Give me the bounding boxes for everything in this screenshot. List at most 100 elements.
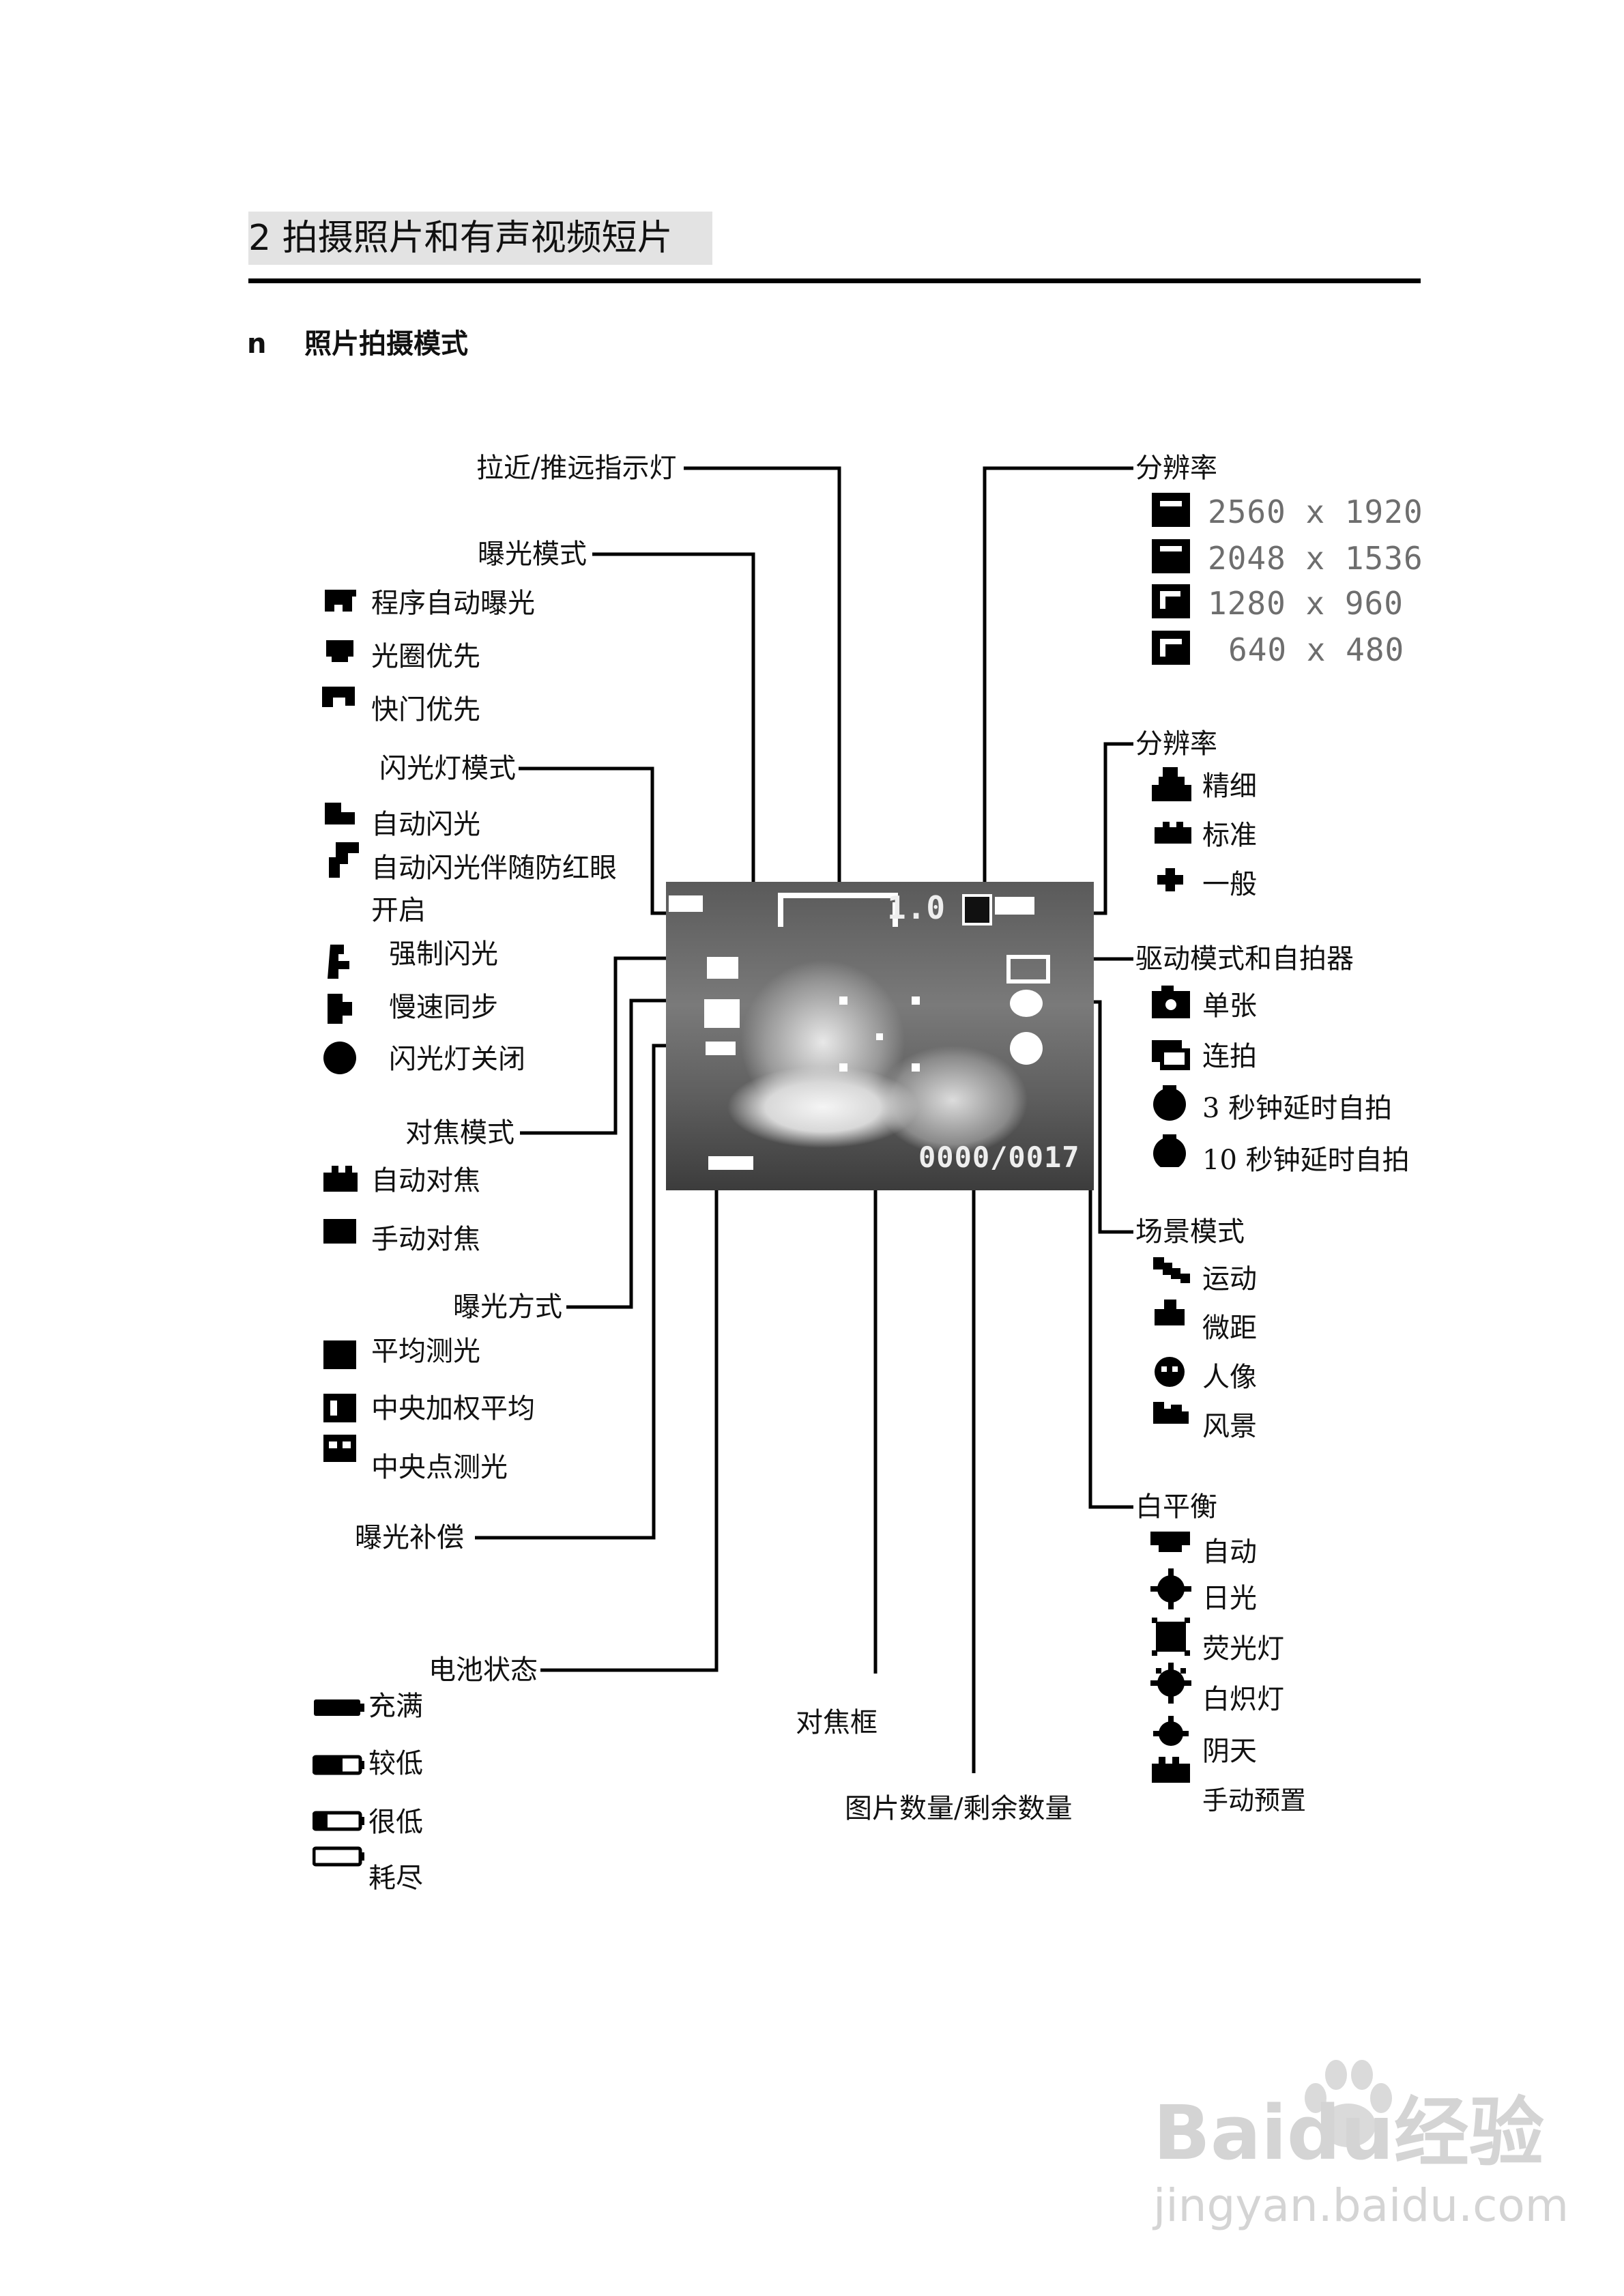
flash-redeye-icon	[329, 842, 359, 878]
callout-scene: 场景模式	[1135, 1216, 1245, 1248]
wb-auto-icon	[1150, 1532, 1190, 1552]
metering-mode-label: 中央点测光	[371, 1452, 508, 1483]
continuous-icon	[1152, 1040, 1190, 1070]
callout-quality: 分辨率	[1135, 728, 1217, 760]
quality-label: 标准	[1202, 820, 1257, 851]
scene-mode-label: 风景	[1202, 1411, 1257, 1442]
battery-icons	[313, 1699, 364, 1867]
drive-mode-label: 单张	[1202, 990, 1257, 1022]
wb-fluorescent-icon	[1152, 1618, 1190, 1656]
callout-flash-mode: 闪光灯模式	[379, 753, 516, 784]
callout-drive: 驱动模式和自拍器	[1135, 943, 1354, 975]
resolution-icons	[1152, 493, 1190, 665]
battery-state-label: 耗尽	[368, 1863, 423, 1894]
heading-rule	[248, 278, 1421, 283]
battery-state-label: 较低	[368, 1748, 423, 1779]
quality-icons	[1152, 767, 1191, 891]
line-metering	[566, 999, 678, 1309]
subheading-text: 照片拍摄模式	[304, 328, 468, 360]
callout-image-count: 图片数量/剩余数量	[845, 1793, 1073, 1824]
exposure-mode-label: 光圈优先	[371, 641, 480, 672]
drive-mode-label: 3 秒钟延时自拍	[1202, 1093, 1393, 1124]
subheading-bullet: n	[247, 328, 267, 360]
wb-label: 日光	[1202, 1583, 1257, 1614]
wb-label: 荧光灯	[1202, 1633, 1284, 1665]
program-ae-icon	[325, 590, 356, 612]
wb-label: 自动	[1202, 1536, 1257, 1568]
white-balance-icons	[1150, 1532, 1191, 1783]
scene-mode-label: 运动	[1202, 1263, 1257, 1295]
callout-focus-frame: 对焦框	[796, 1707, 878, 1738]
quality-label: 精细	[1202, 771, 1257, 802]
lcd-resolution-icon	[962, 894, 992, 925]
line-flash-mode	[519, 766, 684, 915]
callout-battery: 电池状态	[429, 1654, 538, 1686]
callout-exposure-comp: 曝光补偿	[355, 1522, 464, 1553]
resolution-value: 2048 x 1536	[1208, 540, 1423, 577]
exposure-mode-label: 程序自动曝光	[371, 588, 535, 619]
scene-mode-icons	[1153, 1257, 1190, 1424]
watermark-logo-text: Baidu经验	[1153, 2089, 1544, 2177]
lcd-wb-icon	[1010, 1032, 1043, 1065]
spot-metering-icon	[323, 1435, 356, 1462]
metering-mode-icons	[323, 1340, 356, 1462]
line-resolution	[983, 466, 1133, 894]
heading-highlight	[248, 212, 712, 265]
exposure-mode-icons	[322, 590, 356, 707]
line-battery	[540, 1174, 719, 1672]
wb-cloudy-icon	[1153, 1716, 1189, 1746]
lcd-exposure-icon	[669, 895, 703, 912]
flash-mode-label: 慢速同步	[389, 992, 498, 1023]
quality-label: 一般	[1202, 869, 1257, 900]
sports-icon	[1153, 1257, 1190, 1283]
aperture-priority-icon	[326, 640, 353, 662]
focus-mode-icons	[323, 1166, 358, 1244]
page-title: 2 拍摄照片和有声视频短片	[248, 218, 673, 259]
res-1280-icon	[1152, 584, 1190, 618]
lcd-image-counter: 0000/0017	[918, 1140, 1080, 1174]
lcd-focus-icon	[704, 999, 740, 1028]
flash-off-icon	[323, 1042, 356, 1074]
callout-metering: 曝光方式	[453, 1291, 562, 1323]
metering-mode-label: 平均测光	[371, 1336, 480, 1367]
wb-label: 手动预置	[1202, 1785, 1307, 1816]
callout-resolution: 分辨率	[1135, 453, 1217, 484]
line-exposure-mode	[592, 552, 755, 894]
quality-normal-icon	[1155, 822, 1191, 844]
resolution-value: 2560 x 1920	[1208, 493, 1423, 530]
watermark-url: jingyan.baidu.com	[1153, 2179, 1569, 2232]
lcd-focus-frame	[839, 996, 920, 1072]
wb-label: 白炽灯	[1202, 1684, 1284, 1715]
center-weighted-icon	[323, 1394, 356, 1422]
lcd-flash-icon	[707, 957, 738, 979]
wb-manual-icon	[1152, 1757, 1190, 1783]
flash-mode-label: 闪光灯关闭	[389, 1044, 525, 1075]
lcd-scene-icon	[1010, 990, 1043, 1017]
battery-state-label: 充满	[368, 1691, 423, 1722]
lcd-battery-icon	[708, 1156, 753, 1170]
lcd-drive-icon	[1006, 955, 1050, 984]
shutter-priority-icon	[322, 687, 355, 707]
battery-full-icon	[314, 1699, 360, 1716]
exposure-mode-label: 快门优先	[371, 694, 480, 726]
macro-icon	[1155, 1300, 1185, 1325]
callout-focus-mode: 对焦模式	[405, 1117, 514, 1149]
timer-10s-icon	[1153, 1134, 1186, 1167]
average-metering-icon	[323, 1340, 356, 1369]
scene-mode-label: 人像	[1202, 1362, 1257, 1393]
manual-focus-icon	[323, 1219, 356, 1244]
paw-logo-icon	[1305, 2060, 1392, 2147]
scene-mode-label: 微距	[1202, 1312, 1257, 1344]
focus-mode-label: 手动对焦	[371, 1224, 480, 1255]
callout-zoom-indicator: 拉近/推远指示灯	[476, 453, 677, 484]
wb-label: 阴天	[1202, 1736, 1257, 1767]
battery-low-icon	[313, 1755, 364, 1775]
line-zoom	[684, 466, 841, 894]
flash-slow-sync-icon	[328, 994, 352, 1024]
callout-exposure-mode: 曝光模式	[478, 539, 587, 570]
landscape-icon	[1153, 1402, 1189, 1424]
line-focus-mode	[520, 956, 678, 1135]
lcd-zoom-bar	[778, 893, 898, 898]
flash-mode-label: 强制闪光	[389, 938, 498, 970]
flash-mode-label: 自动闪光伴随防红眼	[371, 852, 617, 884]
